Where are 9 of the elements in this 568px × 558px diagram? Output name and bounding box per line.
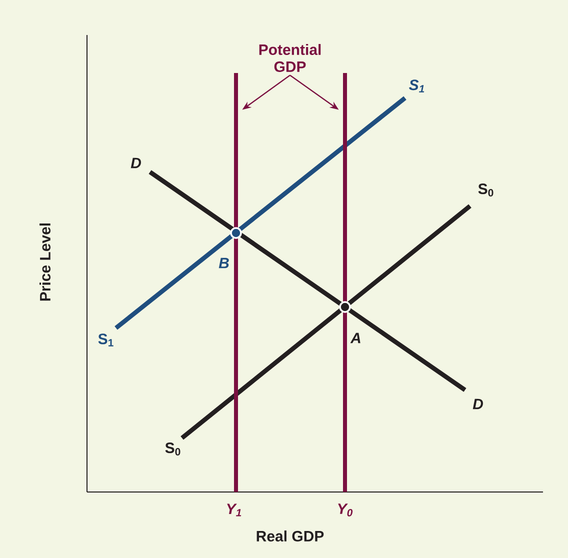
axis-title: Price Level bbox=[40, 223, 50, 301]
curve-label: S$_{0}$ bbox=[165, 442, 180, 456]
axis-title: Real GDP bbox=[256, 530, 324, 542]
curve-label: S$_{0}$ bbox=[478, 184, 494, 196]
curve-label: S$_{1}$ bbox=[409, 80, 424, 92]
curve-label: D bbox=[472, 398, 483, 410]
annotation-text: Potential GDP bbox=[259, 44, 321, 72]
curve-label: D bbox=[130, 158, 141, 168]
curve-label: S$_{1}$ bbox=[98, 334, 114, 346]
